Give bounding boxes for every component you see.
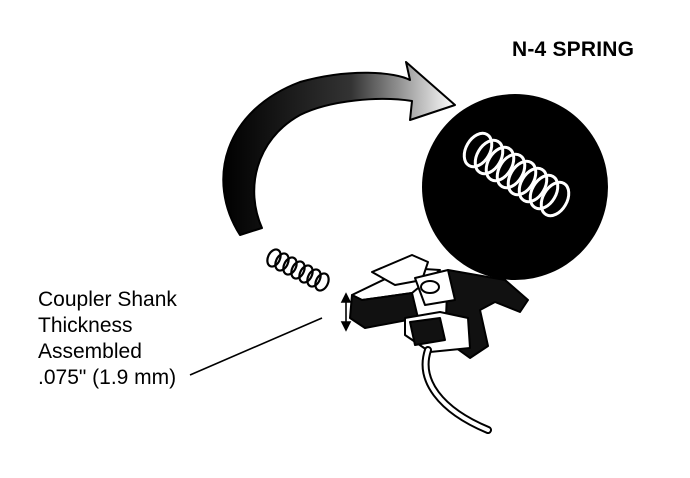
callout-line: Thickness — [38, 314, 133, 337]
curved-arrow-icon — [222, 61, 456, 236]
spring-label: N-4 SPRING — [512, 38, 635, 61]
coupler-icon — [349, 254, 529, 434]
callout-line: Coupler Shank — [38, 288, 177, 311]
callout-line: Assembled — [38, 340, 142, 363]
loose-spring-icon — [266, 248, 330, 292]
shank-thickness-callout: Coupler Shank Thickness Assembled .075" … — [38, 287, 177, 391]
callout-line: .075" (1.9 mm) — [38, 366, 177, 389]
magnified-spring-icon — [422, 94, 608, 280]
thickness-dimension-icon — [340, 292, 352, 332]
callout-leader-line — [189, 317, 323, 376]
